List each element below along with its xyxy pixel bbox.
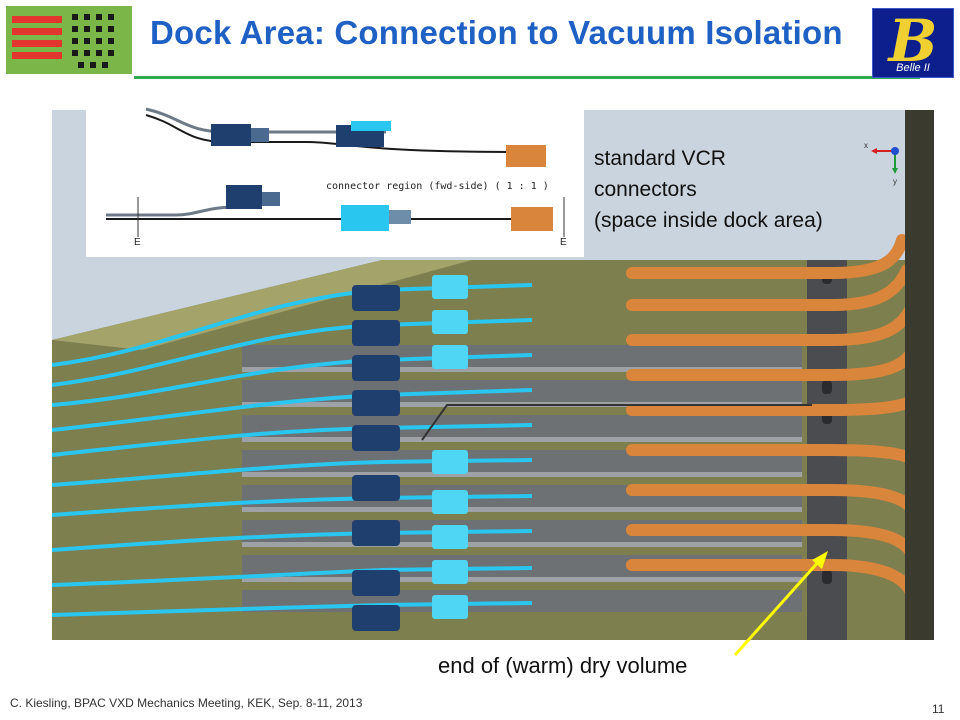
connector-drawing: connector region (fwd-side) ( 1 : 1 ) E … (86, 97, 584, 257)
belle-logo-text: Belle II (896, 62, 930, 74)
axis-y-label: y (893, 177, 897, 186)
axis-x-label: x (864, 141, 868, 150)
page-number: 11 (932, 702, 945, 716)
belle-logo-glyph: B (888, 7, 938, 75)
vcr-label-line-2: connectors (594, 178, 697, 201)
drawing-caption: connector region (fwd-side) ( 1 : 1 ) (326, 181, 549, 192)
vcr-label-line-1: standard VCR (594, 147, 726, 170)
institute-logo (6, 6, 132, 74)
drawing-marker-right: E (560, 237, 567, 248)
vcr-connectors-label: standard VCR connectors (space inside do… (594, 143, 823, 236)
belle-ii-logo: B Belle II (872, 7, 954, 78)
footer-citation: C. Kiesling, BPAC VXD Mechanics Meeting,… (10, 696, 363, 710)
dry-volume-label: end of (warm) dry volume (438, 653, 688, 678)
title-divider (134, 76, 920, 79)
axis-triad-icon: x y (858, 138, 908, 188)
slide-title: Dock Area: Connection to Vacuum Isolatio… (150, 14, 843, 51)
drawing-marker-left: E (134, 237, 141, 248)
vcr-label-line-3: (space inside dock area) (594, 209, 823, 232)
